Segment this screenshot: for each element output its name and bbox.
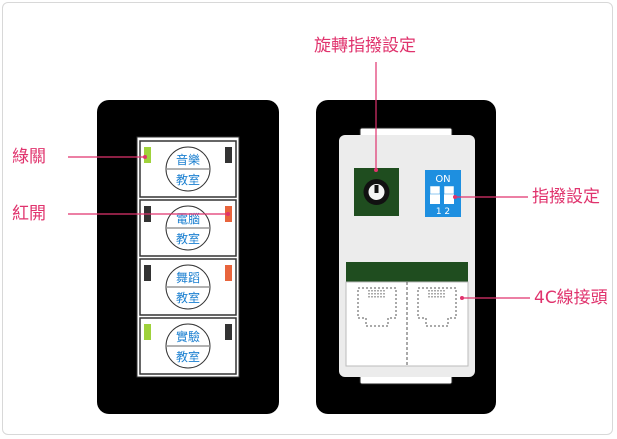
rj-port-icon [417,287,457,327]
callout-red-on: 紅開 [12,204,46,224]
green-led-icon [144,324,151,340]
button-label-line1: 音樂 [176,152,200,167]
callout-connector: 4C線接頭 [534,288,608,308]
rj-port-icon [357,287,397,327]
connector-block [345,262,469,367]
button-label-line1: 電腦 [176,211,200,226]
led-off-icon [225,147,232,163]
callout-green-off: 綠關 [12,147,46,167]
button-label-line1: 舞蹈 [176,271,200,285]
button-label-line2: 教室 [176,231,200,246]
button-label-line2: 教室 [176,349,200,364]
callout-rotary-dip: 旋轉指撥設定 [314,36,416,56]
dip-num-label: 1 2 [436,207,450,217]
button-label-line1: 實驗 [176,329,200,344]
red-led-icon [225,265,232,281]
button-label-line2: 教室 [176,172,200,187]
led-off-icon [225,324,232,340]
right-device-panel: ON 1 2 [316,100,496,414]
button-label-line2: 教室 [176,290,200,305]
green-led-icon [144,147,151,163]
callout-lines [68,62,530,300]
led-off-icon [144,265,151,281]
dip-switch-icon: ON 1 2 [425,170,461,217]
dip-on-label: ON [435,174,450,185]
rotary-switch-icon [354,168,399,216]
callout-dip-setting: 指撥設定 [532,187,600,207]
